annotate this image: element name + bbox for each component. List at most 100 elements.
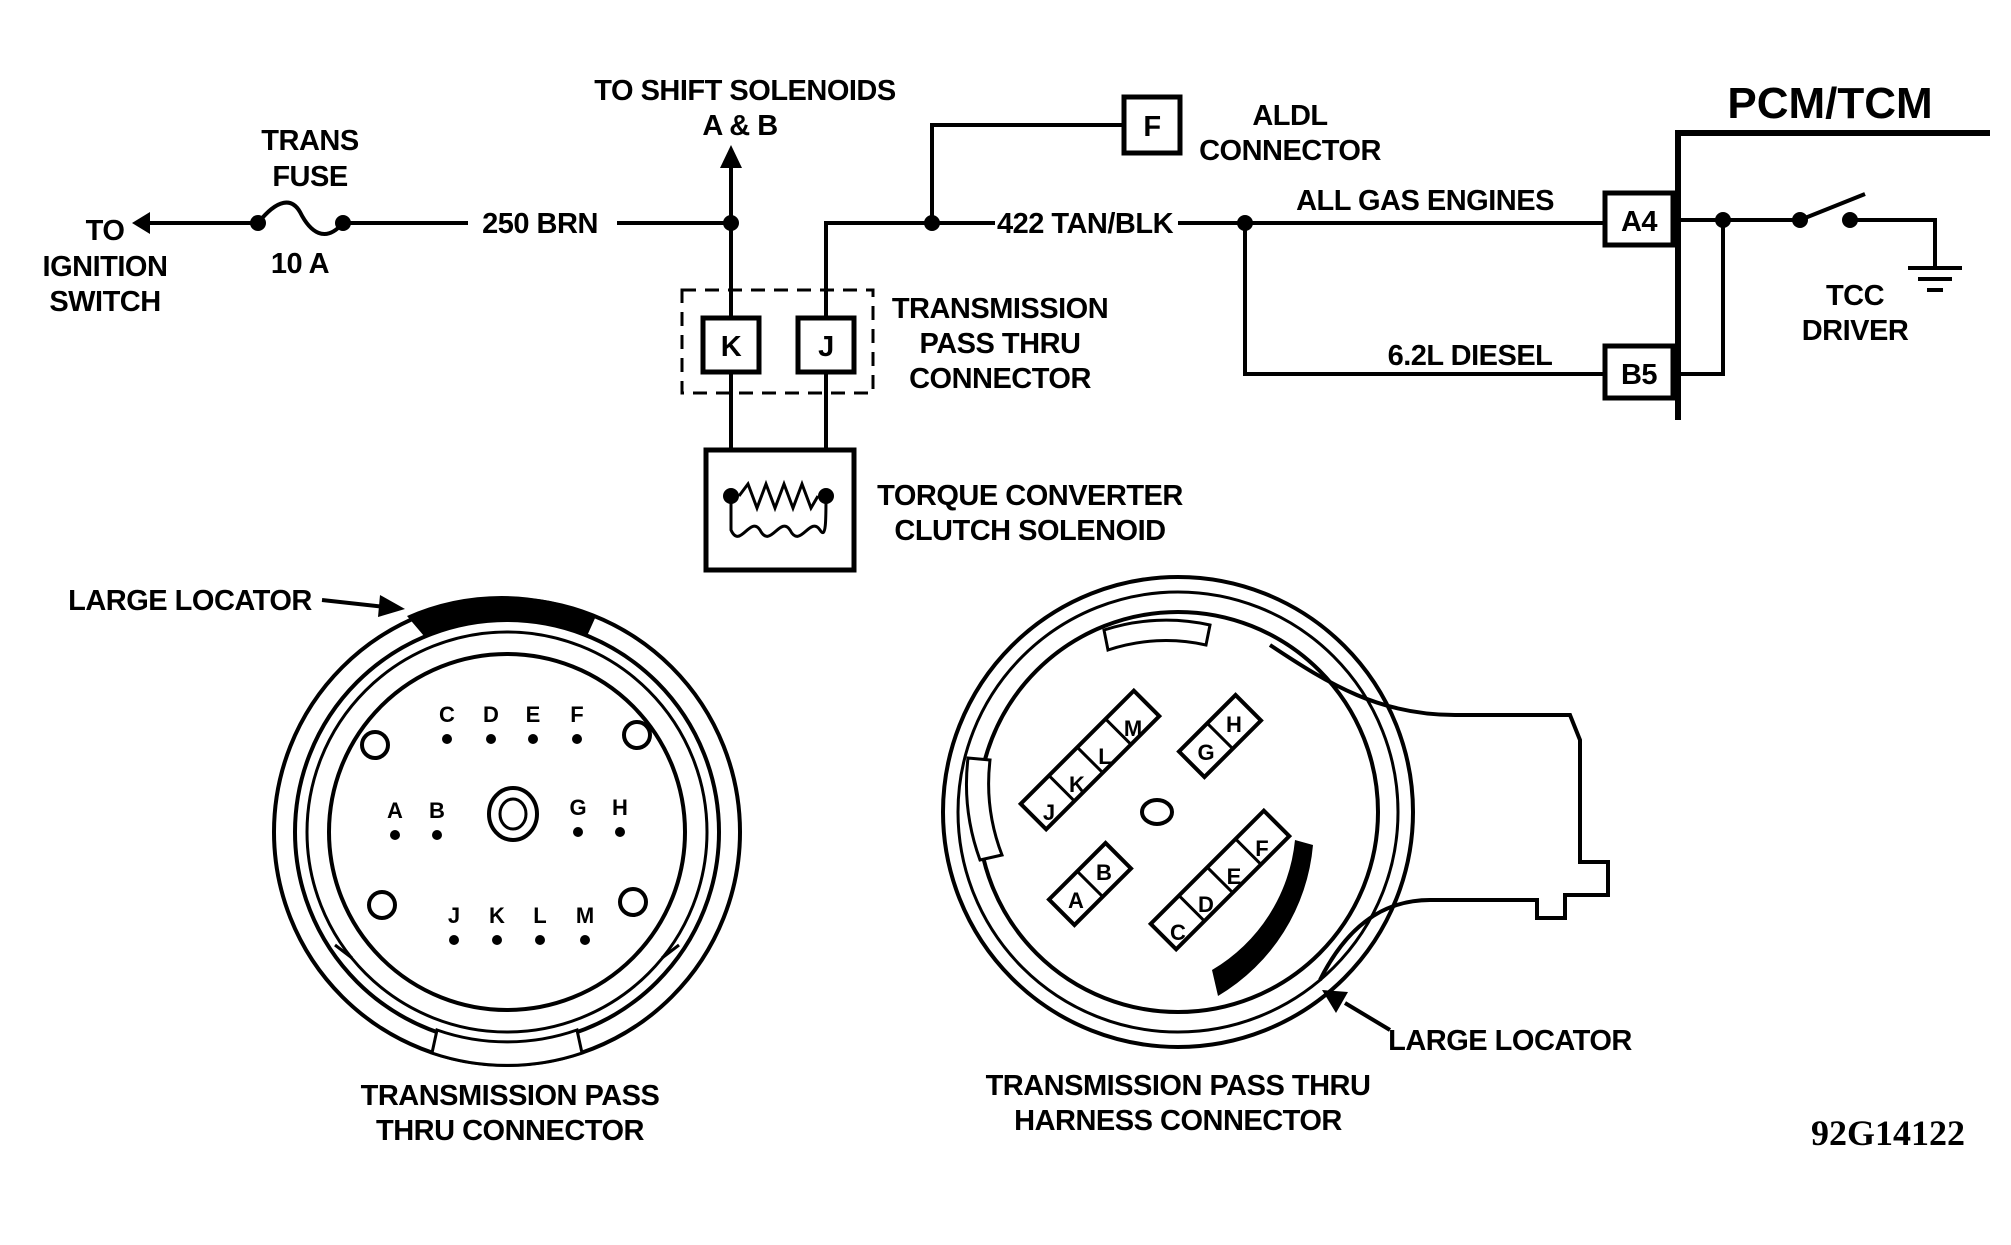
- right-locator-arrow-icon: [1322, 990, 1348, 1013]
- left-pin-c: C: [439, 702, 455, 727]
- right-caption-1: TRANSMISSION PASS THRU: [986, 1070, 1371, 1102]
- ground-wire: [1850, 218, 1937, 266]
- left-pin-dot: [492, 935, 502, 945]
- gas-engines-label: ALL GAS ENGINES: [1296, 185, 1554, 217]
- right-locator-label: LARGE LOCATOR: [1388, 1025, 1632, 1057]
- right-pin-l: L: [1098, 744, 1111, 769]
- left-bottom-key: [430, 1028, 584, 1067]
- fuse-label-2: FUSE: [272, 161, 348, 193]
- left-pin-j: J: [448, 903, 460, 928]
- right-locator-arrow-line: [1343, 1001, 1392, 1032]
- pcm-enclosure: [1675, 130, 1990, 420]
- left-pin-dot: [486, 734, 496, 744]
- right-pin-group-cdef: [1147, 807, 1293, 953]
- left-inner-face: [327, 652, 687, 1012]
- pcm-label: PCM/TCM: [1727, 79, 1932, 128]
- right-pin-group-gh: [1176, 692, 1264, 780]
- right-top-key: [1102, 618, 1212, 652]
- right-pin-group-ab: [1046, 840, 1134, 928]
- left-mount-hole-tl: [360, 730, 390, 760]
- right-inner-face: [976, 610, 1380, 1014]
- wire-j-up: [824, 221, 932, 318]
- pcm-pin-b5: B5: [1621, 359, 1657, 391]
- pcm-internal-b5: [1673, 220, 1725, 376]
- left-locator-arrow-line: [321, 598, 386, 609]
- pcm-pin-b5-box: [1602, 343, 1676, 401]
- shift-solenoids-label-1: TO SHIFT SOLENOIDS: [594, 75, 896, 107]
- left-locator-arrow-icon: [378, 595, 405, 617]
- diesel-label: 6.2L DIESEL: [1388, 340, 1553, 372]
- left-caption-1: TRANSMISSION PASS: [361, 1080, 660, 1112]
- right-pin-m: M: [1124, 716, 1142, 741]
- left-connector: LARGE LOCATOR C D E F A B G H J K: [68, 585, 742, 1147]
- aldl-label-2: CONNECTOR: [1199, 135, 1381, 167]
- left-pin-d: D: [483, 702, 499, 727]
- right-housing-arm: [1268, 643, 1610, 981]
- fuse-rating: 10 A: [271, 248, 330, 280]
- right-pin-h: H: [1226, 712, 1242, 737]
- pass-thru-label-1: TRANSMISSION: [892, 293, 1108, 325]
- left-ring-3: [305, 630, 709, 1034]
- right-left-key: [965, 756, 1005, 862]
- right-pin-a: A: [1068, 888, 1084, 913]
- tcc-solenoid-label-1: TORQUE CONVERTER: [877, 480, 1183, 512]
- right-pin-d: D: [1198, 892, 1214, 917]
- ignition-label-1: TO: [86, 215, 125, 247]
- tcc-solenoid-box: [703, 447, 857, 573]
- aldl-label-1: ALDL: [1252, 100, 1327, 132]
- aldl-pin: F: [1143, 111, 1160, 143]
- left-pin-g: G: [569, 795, 586, 820]
- right-pin-g: G: [1197, 740, 1214, 765]
- tcc-solenoid-label-2: CLUTCH SOLENOID: [894, 515, 1165, 547]
- wire-250-label: 250 BRN: [482, 208, 598, 240]
- tcc-driver-label-1: TCC: [1826, 280, 1885, 312]
- right-center-post: [1140, 798, 1174, 826]
- right-pin-k: K: [1069, 772, 1085, 797]
- left-pin-dot: [535, 935, 545, 945]
- pcm-pin-a4-box: [1602, 190, 1676, 248]
- tcc-driver-label-2: DRIVER: [1802, 315, 1909, 347]
- right-outer-ring: [941, 575, 1415, 1049]
- left-pin-dot: [432, 830, 442, 840]
- left-pin-dot: [615, 827, 625, 837]
- aldl-pin-box: [1121, 94, 1183, 156]
- pcm-pin-a4: A4: [1621, 206, 1657, 238]
- right-connector: J K L M G H A B C D E F LARGE LO: [941, 575, 1633, 1137]
- right-pin-j: J: [1043, 800, 1055, 825]
- left-locator-label: LARGE LOCATOR: [68, 585, 312, 617]
- left-pin-e: E: [526, 702, 541, 727]
- left-mount-hole-br: [618, 887, 648, 917]
- left-pin-k: K: [489, 903, 505, 928]
- left-caption-2: THRU CONNECTOR: [376, 1115, 645, 1147]
- shift-solenoid-arrow-icon: [720, 145, 742, 168]
- left-mount-hole-bl: [367, 890, 397, 920]
- left-pin-b: B: [429, 798, 445, 823]
- right-ring-2: [956, 590, 1400, 1034]
- right-pin-c: C: [1170, 920, 1186, 945]
- left-pin-a: A: [387, 798, 403, 823]
- shift-solenoids-label-2: A & B: [702, 110, 777, 142]
- left-pin-dot: [580, 935, 590, 945]
- pass-thru-label-3: CONNECTOR: [909, 363, 1091, 395]
- pass-pin-k: K: [721, 331, 742, 363]
- left-pin-dot: [449, 935, 459, 945]
- figure-code: 92G14122: [1811, 1113, 1965, 1153]
- ground-icon: [1908, 266, 1962, 292]
- left-mount-hole-tr: [622, 720, 652, 750]
- fuse-label-1: TRANS: [261, 125, 359, 157]
- pass-thru-connector-outline: [680, 288, 875, 395]
- pass-thru-label-2: PASS THRU: [920, 328, 1081, 360]
- left-pin-m: M: [576, 903, 594, 928]
- left-large-locator: [407, 595, 596, 636]
- right-pin-f: F: [1255, 836, 1268, 861]
- tcc-switch-icon: [1799, 192, 1866, 222]
- fuse-icon: [256, 200, 345, 236]
- left-center-post-inner: [498, 797, 528, 831]
- left-pin-dot: [528, 734, 538, 744]
- pass-pin-j: J: [818, 331, 834, 363]
- left-pin-dot: [390, 830, 400, 840]
- left-pin-l: L: [533, 903, 546, 928]
- left-pin-h: H: [612, 795, 628, 820]
- left-pin-dot: [573, 827, 583, 837]
